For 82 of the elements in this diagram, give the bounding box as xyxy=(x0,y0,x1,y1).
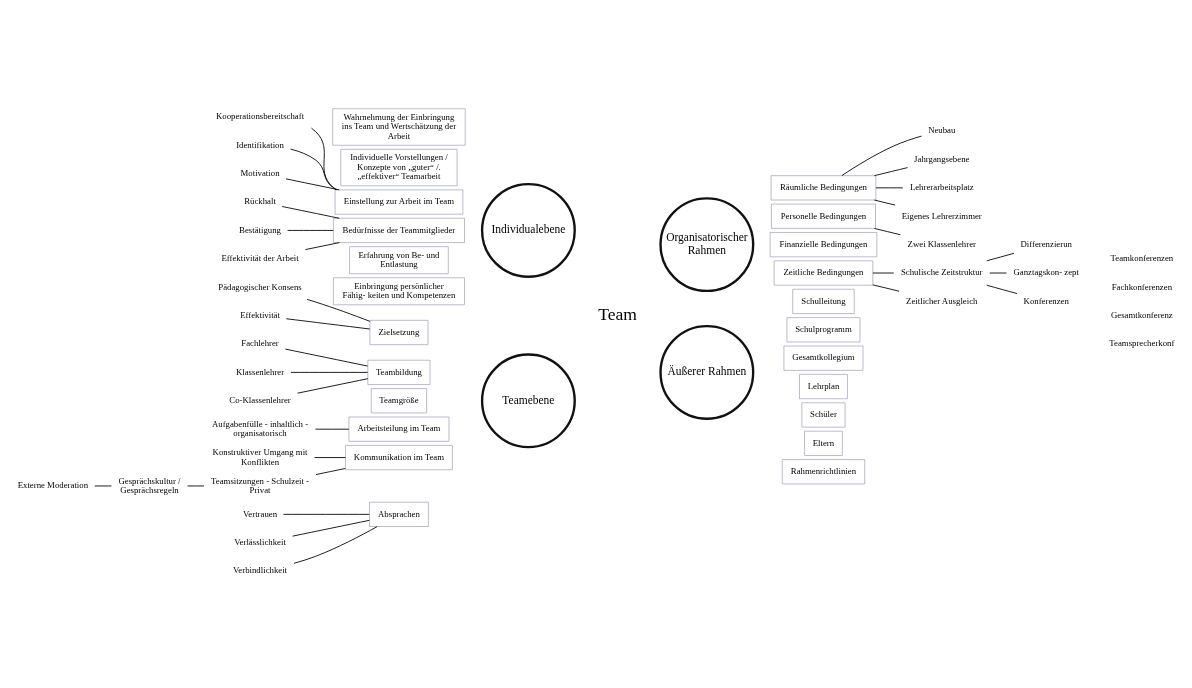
connector xyxy=(292,519,370,537)
node-circle: Teamebene xyxy=(480,353,576,449)
node-text: Externe Moderation xyxy=(17,480,89,491)
node-box: Zeitliche Bedingungen xyxy=(773,260,874,286)
node-box: Schulleitung xyxy=(792,288,855,314)
node-text: Pädagogischer Konsens xyxy=(218,281,302,292)
node-text: Bestätigung xyxy=(239,224,281,235)
label: Gesamtkonferenz xyxy=(1110,309,1173,320)
node-text: Gesprächskultur / Gesprächsregeln xyxy=(118,475,181,495)
node-text: Schulische Zeitstruktur xyxy=(900,267,983,278)
connector xyxy=(290,371,369,373)
node-text: Neubau xyxy=(928,125,956,136)
node-box: Bedürfnisse der Teammitglieder xyxy=(333,217,465,243)
node-text: Identifikation xyxy=(236,139,284,150)
node-text: Rückhalt xyxy=(244,196,276,207)
connector xyxy=(873,199,896,206)
node-text: Verbindlichkeit xyxy=(233,565,288,576)
node-box: Individuelle Vorstellungen / Konzepte von „guter“ /. „effektiver“ Teamarbeit xyxy=(340,149,458,187)
connector xyxy=(306,298,371,322)
node-text: Co-Klassenlehrer xyxy=(229,395,291,406)
node-text: Zwei Klassenlehrer xyxy=(907,238,976,249)
node-box: Rahmenrichtlinien xyxy=(781,459,866,485)
node-box: Räumliche Bedingungen xyxy=(770,175,877,201)
node-text: Ganztagskon- zept xyxy=(1013,267,1079,278)
connector xyxy=(284,348,369,367)
node-box: Wahrnehmung der Einbringung ins Team und Wertschätzung der Arbeit xyxy=(332,108,466,146)
connector xyxy=(315,468,346,475)
node-text: Aufgabenfülle - inhaltlich - organisatorisch xyxy=(211,418,309,439)
connector xyxy=(283,513,370,515)
node-text: Lehrerarbeitsplatz xyxy=(909,182,974,193)
node-circle: Organisatorischer Rahmen xyxy=(659,197,755,293)
connector xyxy=(986,284,1018,294)
node-box: Kommunikation im Team xyxy=(345,445,453,471)
node-text: Zeitlicher Ausgleich xyxy=(906,295,978,306)
node-box: Einstellung zur Arbeit im Team xyxy=(334,189,464,215)
node-text: Effektivität xyxy=(240,309,280,320)
connector xyxy=(841,135,923,177)
node-text: Teamsitzungen - Schulzeit - Privat xyxy=(211,475,310,495)
node-box: Lehrplan xyxy=(799,374,848,400)
node-box: Arbeitsteilung im Team xyxy=(348,416,450,442)
connector xyxy=(285,178,340,191)
connector xyxy=(281,206,340,219)
node-text: Team xyxy=(598,303,638,324)
connector xyxy=(304,242,340,251)
node-box: Teambildung xyxy=(367,359,431,385)
connector xyxy=(297,378,369,394)
node-box: Schüler xyxy=(801,402,846,428)
connector xyxy=(986,252,1015,262)
node-text: Jahrgangsebene xyxy=(914,153,970,164)
node-text: Kooperationsbereitschaft xyxy=(215,111,305,122)
node-text: Verlässlichkeit xyxy=(234,537,286,548)
connector xyxy=(285,318,371,330)
node-circle: Individualebene xyxy=(480,182,576,278)
label: Teamkonferenzen xyxy=(1110,253,1174,264)
connector xyxy=(873,228,901,236)
node-text: Konstruktiver Umgang mit Konflikten xyxy=(212,447,308,467)
node-circle: Äußerer Rahmen xyxy=(659,324,755,420)
node-text: Eigenes Lehrerzimmer xyxy=(901,210,982,221)
node-box: Finanzielle Bedingungen xyxy=(769,232,878,258)
node-box: Personelle Bedingungen xyxy=(771,203,876,229)
connector xyxy=(872,284,900,292)
node-box: Gesamtkollegium xyxy=(783,345,864,371)
node-box: Absprachen xyxy=(369,501,429,527)
node-text: Vertrauen xyxy=(243,508,278,519)
node-box: Einbringung persönlicher Fähig- keiten und Kompetenzen xyxy=(333,277,465,306)
connector xyxy=(293,526,378,564)
node-text: Differenzierun xyxy=(1020,238,1072,249)
node-box: Erfahrung von Be- und Entlastung xyxy=(349,246,449,275)
connector xyxy=(314,457,346,458)
label: Teamsprecherkonf xyxy=(1109,338,1175,349)
connector xyxy=(873,167,908,177)
node-text: Effektivität der Arbeit xyxy=(221,253,299,264)
node-text: Fachlehrer xyxy=(241,338,279,349)
node-box: Eltern xyxy=(804,430,843,456)
label: Fachkonferenzen xyxy=(1111,281,1173,292)
connector xyxy=(287,230,334,231)
node-text: Motivation xyxy=(240,167,280,178)
node-box: Zielsetzung xyxy=(369,320,429,345)
node-text: Konferenzen xyxy=(1023,295,1069,306)
node-box: Teamgröße xyxy=(370,388,427,414)
node-box: Schulprogramm xyxy=(786,317,861,343)
node-text: Klassenlehrer xyxy=(235,366,285,377)
